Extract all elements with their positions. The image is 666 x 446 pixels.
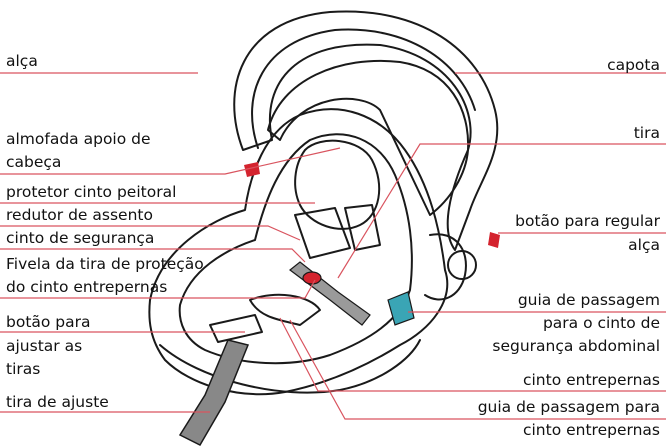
label-almofada-line1: almofada apoio de	[6, 129, 151, 150]
label-protetor: protetor cinto peitoral	[6, 182, 176, 203]
seat-shell	[149, 109, 447, 394]
label-guia-abdominal-line1: guia de passagem	[518, 290, 660, 311]
shoulder-strap	[290, 262, 370, 325]
label-botao-regular-line2: alça	[628, 235, 660, 256]
adjust-knob	[448, 251, 476, 279]
label-cinto-seguranca: cinto de segurança	[6, 228, 154, 249]
label-guia-abdominal-line3: segurança abdominal	[492, 336, 660, 357]
label-alca: alça	[6, 51, 38, 72]
left-belt-guide	[210, 315, 262, 342]
label-cinto-entrepernas: cinto entrepernas	[523, 370, 660, 391]
seat-base	[160, 340, 420, 393]
label-botao-ajustar-line1: botão para	[6, 312, 91, 333]
label-guia-entrepernas-line2: cinto entrepernas	[523, 420, 660, 441]
handle-button-right	[488, 232, 500, 248]
label-guia-abdominal-line2: para o cinto de	[543, 313, 660, 334]
lap-belt-guide	[388, 292, 414, 325]
canopy	[268, 61, 468, 215]
carry-handle	[234, 11, 497, 250]
chest-pad-left	[295, 208, 350, 258]
label-botao-regular-line1: botão para regular	[515, 211, 660, 232]
label-botao-ajustar-line2: ajustar as	[6, 336, 82, 357]
label-capota: capota	[607, 55, 660, 76]
label-redutor: redutor de assento	[6, 205, 153, 226]
label-almofada-line2: cabeça	[6, 152, 61, 173]
label-guia-entrepernas-line1: guia de passagem para	[478, 397, 660, 418]
label-tira: tira	[634, 123, 660, 144]
label-fivela-line1: Fivela da tira de proteção	[6, 254, 204, 275]
label-botao-ajustar-line3: tiras	[6, 359, 40, 380]
buckle	[303, 272, 321, 284]
label-tira-ajuste: tira de ajuste	[6, 392, 109, 413]
crotch-pad	[250, 295, 320, 325]
label-fivela-line2: do cinto entrepernas	[6, 277, 167, 298]
